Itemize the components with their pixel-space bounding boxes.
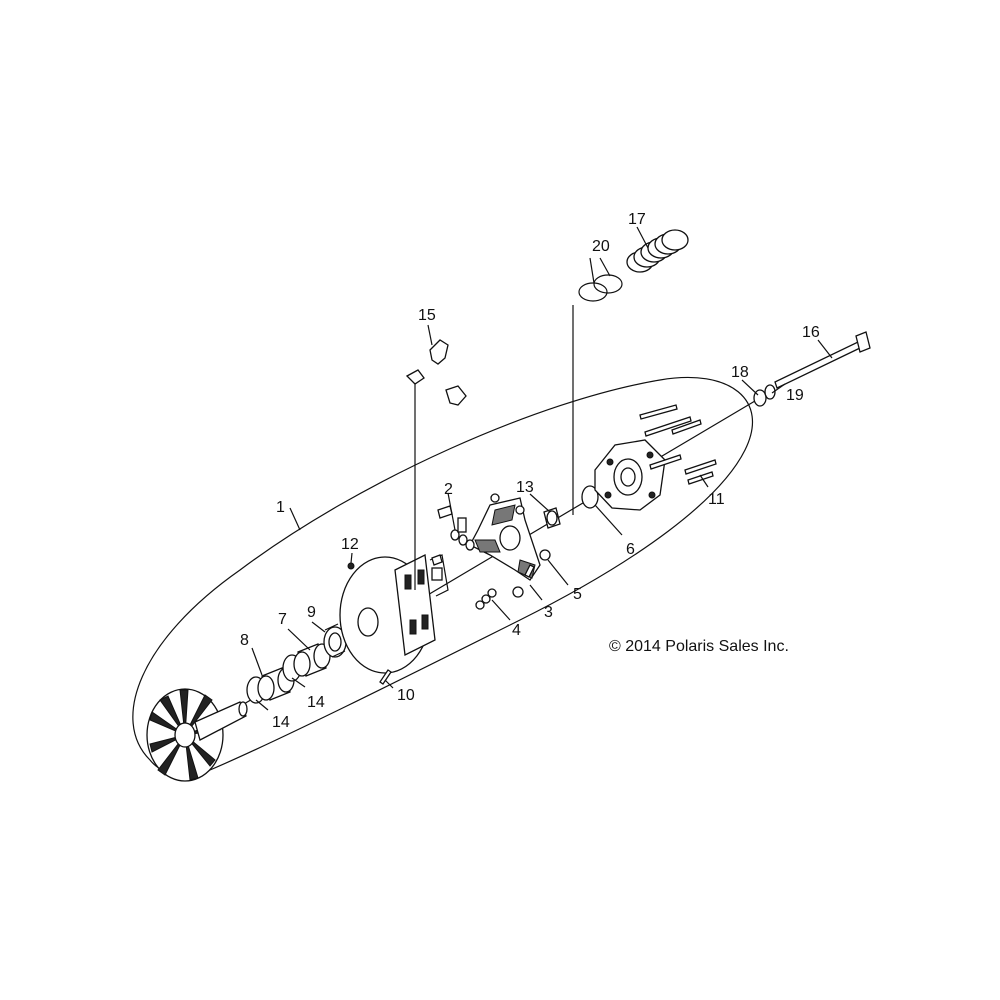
callout-14-lower: 14 (272, 714, 290, 731)
bushing-8 (257, 667, 295, 701)
fan-sheave (146, 688, 248, 782)
callout-18: 18 (731, 364, 749, 381)
callout-4: 4 (512, 622, 521, 639)
roller-parts-2 (437, 493, 525, 551)
cover-plate (594, 439, 666, 511)
callout-2: 2 (444, 481, 453, 498)
rings-20 (578, 274, 623, 302)
roller-5 (539, 549, 551, 561)
callout-16: 16 (802, 324, 820, 341)
callout-14-upper: 14 (307, 694, 325, 711)
callout-15: 15 (418, 307, 436, 324)
callout-12: 12 (341, 536, 359, 553)
copyright-text: © 2014 Polaris Sales Inc. (609, 638, 789, 655)
roller-3-ball (512, 586, 524, 598)
callout-5: 5 (573, 586, 582, 603)
assembly-outline (132, 376, 754, 776)
callout-9: 9 (307, 604, 316, 621)
callout-3: 3 (544, 604, 553, 621)
moveable-sheave (339, 554, 449, 674)
callout-10: 10 (397, 687, 415, 704)
pin-10 (379, 669, 392, 685)
callout-1: 1 (276, 499, 285, 516)
washer-19 (764, 384, 776, 400)
leader-lines (251, 226, 833, 711)
block-part (431, 554, 443, 566)
bolt-16 (774, 331, 871, 389)
spring-17 (626, 229, 689, 273)
nut-13 (543, 507, 561, 529)
weights-15 (405, 339, 467, 406)
callout-11: 11 (708, 491, 725, 508)
block-part (431, 567, 443, 581)
callout-6: 6 (626, 541, 635, 558)
screw-12 (347, 562, 355, 570)
callout-19: 19 (786, 387, 804, 404)
pin-spider (524, 564, 535, 578)
bolts-11 (639, 404, 717, 485)
callout-8: 8 (240, 632, 249, 649)
callout-13: 13 (516, 479, 534, 496)
washer-6 (581, 485, 599, 509)
callout-7: 7 (278, 611, 287, 628)
washer-parts-4 (475, 588, 497, 610)
callout-20: 20 (592, 238, 610, 255)
callout-17: 17 (628, 211, 646, 228)
